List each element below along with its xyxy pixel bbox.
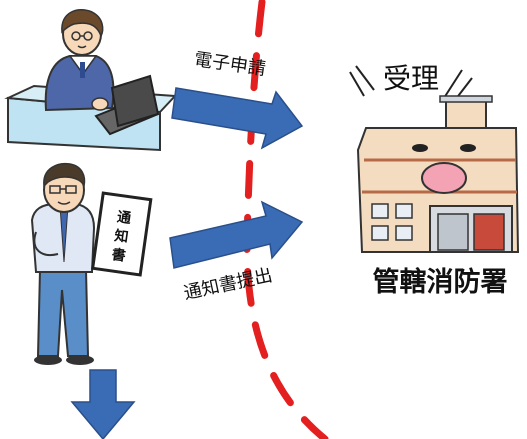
notice-char-3: 書	[111, 246, 127, 265]
notice-document-icon	[90, 191, 153, 277]
accepted-label: 受理	[383, 62, 439, 95]
fire-station-icon	[356, 95, 520, 253]
notice-char-1: 通	[116, 209, 132, 227]
notice-submission-arrow	[169, 200, 304, 269]
fire-station-name: 管轄消防署	[373, 266, 508, 298]
office-worker-at-laptop-icon	[4, 9, 178, 152]
electronic-application-arrow	[171, 87, 304, 150]
man-holding-notice-icon	[30, 162, 153, 365]
notice-submission-label: 通知書提出	[182, 265, 274, 304]
down-arrow	[70, 369, 136, 439]
notice-char-2: 知	[113, 227, 129, 246]
